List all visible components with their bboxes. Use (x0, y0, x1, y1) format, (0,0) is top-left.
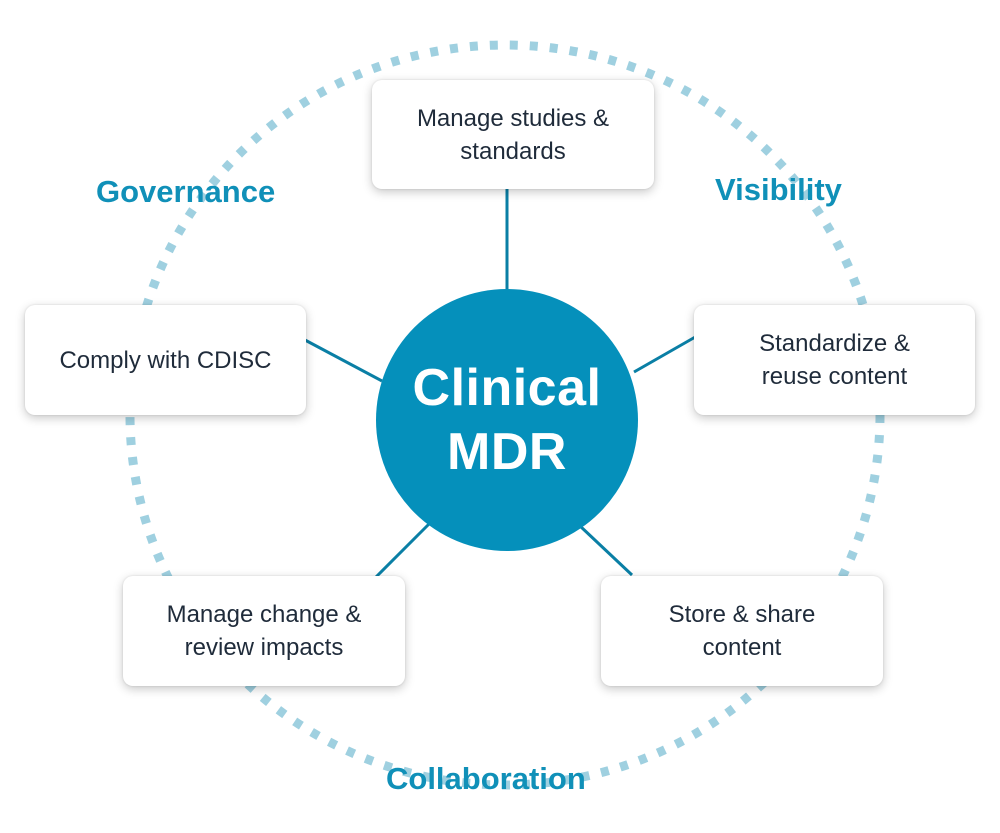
pillar-governance: Governance (96, 174, 276, 209)
card-manage-studies: Manage studies & standards (372, 80, 654, 189)
connector-right (633, 334, 698, 374)
card-comply-cdisc: Comply with CDISC (25, 305, 306, 415)
hub-label: Clinical MDR (412, 359, 602, 481)
card-manage-change: Manage change & review impacts (123, 576, 405, 686)
hub-circle: Clinical MDR (376, 289, 638, 551)
pillar-visibility: Visibility (715, 172, 842, 207)
card-store-share: Store & share content (601, 576, 883, 686)
connector-bottom-right (578, 524, 634, 577)
connector-bottom-left (374, 519, 434, 579)
connector-left (304, 338, 383, 383)
dotted-ring (125, 40, 885, 790)
pillar-collaboration: Collaboration (386, 761, 586, 796)
card-standardize-reuse: Standardize & reuse content (694, 305, 975, 415)
